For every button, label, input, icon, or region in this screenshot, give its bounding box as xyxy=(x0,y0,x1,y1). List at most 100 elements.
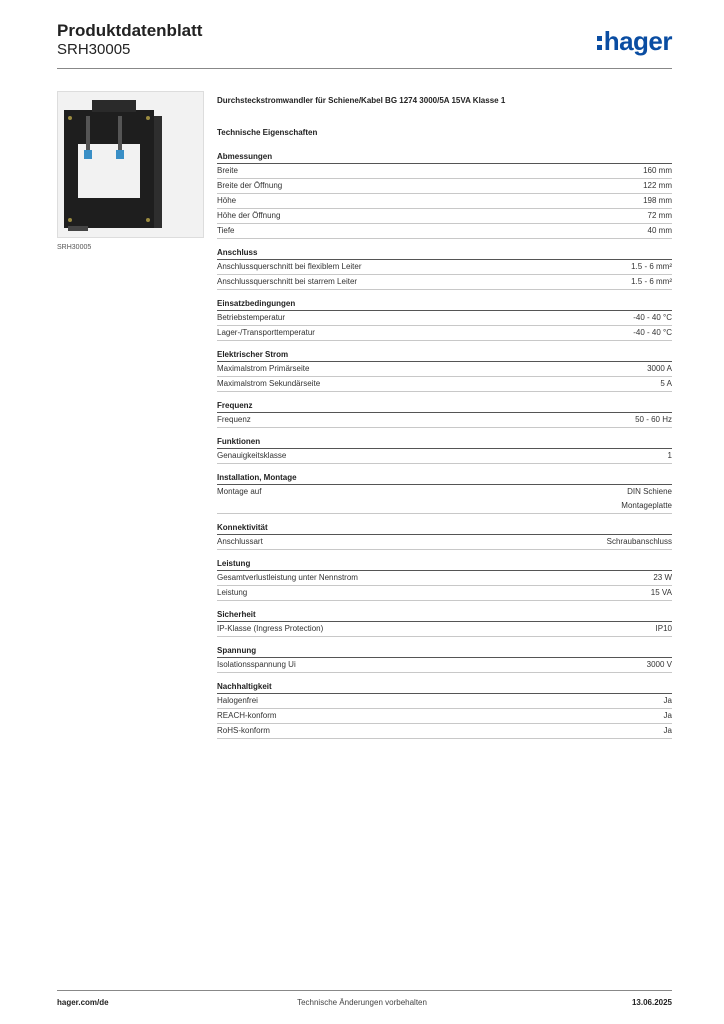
property-label: Betriebstemperatur xyxy=(217,313,286,322)
property-label: Gesamtverlustleistung unter Nennstrom xyxy=(217,573,358,582)
property-row: Maximalstrom Primärseite 3000 A xyxy=(217,362,672,377)
property-value: 122 mm xyxy=(643,181,672,190)
product-description: Durchsteckstromwandler für Schiene/Kabel… xyxy=(217,96,506,105)
image-caption: SRH30005 xyxy=(57,244,92,251)
footer-divider xyxy=(57,990,672,991)
property-row: REACH-konform Ja xyxy=(217,709,672,724)
property-value: 3000 A xyxy=(647,364,672,373)
product-image xyxy=(57,91,204,238)
property-row: Frequenz 50 - 60 Hz xyxy=(217,413,672,428)
property-row: Genauigkeitsklasse 1 xyxy=(217,449,672,464)
footer-website[interactable]: hager.com/de xyxy=(57,998,109,1007)
section-title: Funktionen xyxy=(217,436,672,449)
section-title: Konnektivität xyxy=(217,522,672,535)
property-label: Maximalstrom Sekundärseite xyxy=(217,379,321,388)
property-label: Breite der Öffnung xyxy=(217,181,283,190)
product-number: SRH30005 xyxy=(57,41,131,58)
property-row: Gesamtverlustleistung unter Nennstrom 23 … xyxy=(217,571,672,586)
property-label: Maximalstrom Primärseite xyxy=(217,364,310,373)
section-title: Sicherheit xyxy=(217,609,672,622)
property-label: Anschlussquerschnitt bei starrem Leiter xyxy=(217,277,358,286)
property-label: Höhe der Öffnung xyxy=(217,211,281,220)
section-title: Abmessungen xyxy=(217,151,672,164)
property-row: Anschlussquerschnitt bei starrem Leiter 1… xyxy=(217,275,672,290)
footer-disclaimer: Technische Änderungen vorbehalten xyxy=(297,998,427,1007)
section-title: Frequenz xyxy=(217,400,672,413)
property-value: 72 mm xyxy=(647,211,672,220)
datasheet-content: Durchsteckstromwandler für Schiene/Kabel… xyxy=(217,96,672,739)
property-row: Höhe der Öffnung 72 mm xyxy=(217,209,672,224)
property-value: 1.5 - 6 mm² xyxy=(631,277,672,286)
tech-properties-heading: Technische Eigenschaften xyxy=(217,128,318,137)
property-value: 23 W xyxy=(653,573,672,582)
property-value: 160 mm xyxy=(643,166,672,175)
section-title: Spannung xyxy=(217,645,672,658)
property-row: Breite der Öffnung 122 mm xyxy=(217,179,672,194)
property-value: 198 mm xyxy=(643,196,672,205)
section-title: Leistung xyxy=(217,558,672,571)
property-row: IP-Klasse (Ingress Protection) IP10 xyxy=(217,622,672,637)
property-label: IP-Klasse (Ingress Protection) xyxy=(217,624,324,633)
property-value: IP10 xyxy=(655,624,672,633)
property-row: Höhe 198 mm xyxy=(217,194,672,209)
property-value: Schraubanschluss xyxy=(606,537,672,546)
hager-logo: hager xyxy=(596,26,673,57)
property-label: Halogenfrei xyxy=(217,696,258,705)
property-row: Isolationsspannung Ui 3000 V xyxy=(217,658,672,673)
property-row: Anschlussart Schraubanschluss xyxy=(217,535,672,550)
property-value: -40 - 40 °C xyxy=(633,313,672,322)
property-row: Breite 160 mm xyxy=(217,164,672,179)
section-title: Nachhaltigkeit xyxy=(217,681,672,694)
property-value: 1 xyxy=(667,451,672,460)
property-value: 40 mm xyxy=(647,226,672,235)
property-label: Höhe xyxy=(217,196,237,205)
property-value: 3000 V xyxy=(646,660,672,669)
property-value: 5 A xyxy=(660,379,672,388)
property-value: Ja xyxy=(663,711,672,720)
footer-date: 13.06.2025 xyxy=(631,998,672,1007)
logo-dots-icon xyxy=(596,35,602,51)
property-row: Anschlussquerschnitt bei flexiblem Leite… xyxy=(217,260,672,275)
property-value: Ja xyxy=(663,696,672,705)
property-row: Tiefe 40 mm xyxy=(217,224,672,239)
property-value: Ja xyxy=(663,726,672,735)
property-row: Lager-/Transporttemperatur -40 - 40 °C xyxy=(217,326,672,341)
property-label: Frequenz xyxy=(217,415,251,424)
property-label: Breite xyxy=(217,166,238,175)
page-header: Produktdatenblatt SRH30005 xyxy=(57,21,202,59)
property-label: Tiefe xyxy=(217,226,235,235)
property-value: 50 - 60 Hz xyxy=(635,415,672,424)
header-divider xyxy=(57,68,672,69)
property-value: DIN Schiene Montageplatte xyxy=(621,487,672,510)
property-label: Anschlussquerschnitt bei flexiblem Leite… xyxy=(217,262,362,271)
property-label: Isolationsspannung Ui xyxy=(217,660,296,669)
property-value: 15 VA xyxy=(650,588,672,597)
property-value: -40 - 40 °C xyxy=(633,328,672,337)
property-row: Maximalstrom Sekundärseite 5 A xyxy=(217,377,672,392)
section-title: Elektrischer Strom xyxy=(217,349,672,362)
property-row: Leistung 15 VA xyxy=(217,586,672,601)
current-transformer-icon xyxy=(64,100,162,231)
page-title: Produktdatenblatt xyxy=(57,21,203,40)
property-label: Anschlussart xyxy=(217,537,263,546)
property-value: 1.5 - 6 mm² xyxy=(631,262,672,271)
property-label: REACH-konform xyxy=(217,711,277,720)
property-label: Genauigkeitsklasse xyxy=(217,451,287,460)
section-title: Installation, Montage xyxy=(217,472,672,485)
property-label: Lager-/Transporttemperatur xyxy=(217,328,315,337)
logo-text: hager xyxy=(603,26,673,56)
property-label: Leistung xyxy=(217,588,248,597)
